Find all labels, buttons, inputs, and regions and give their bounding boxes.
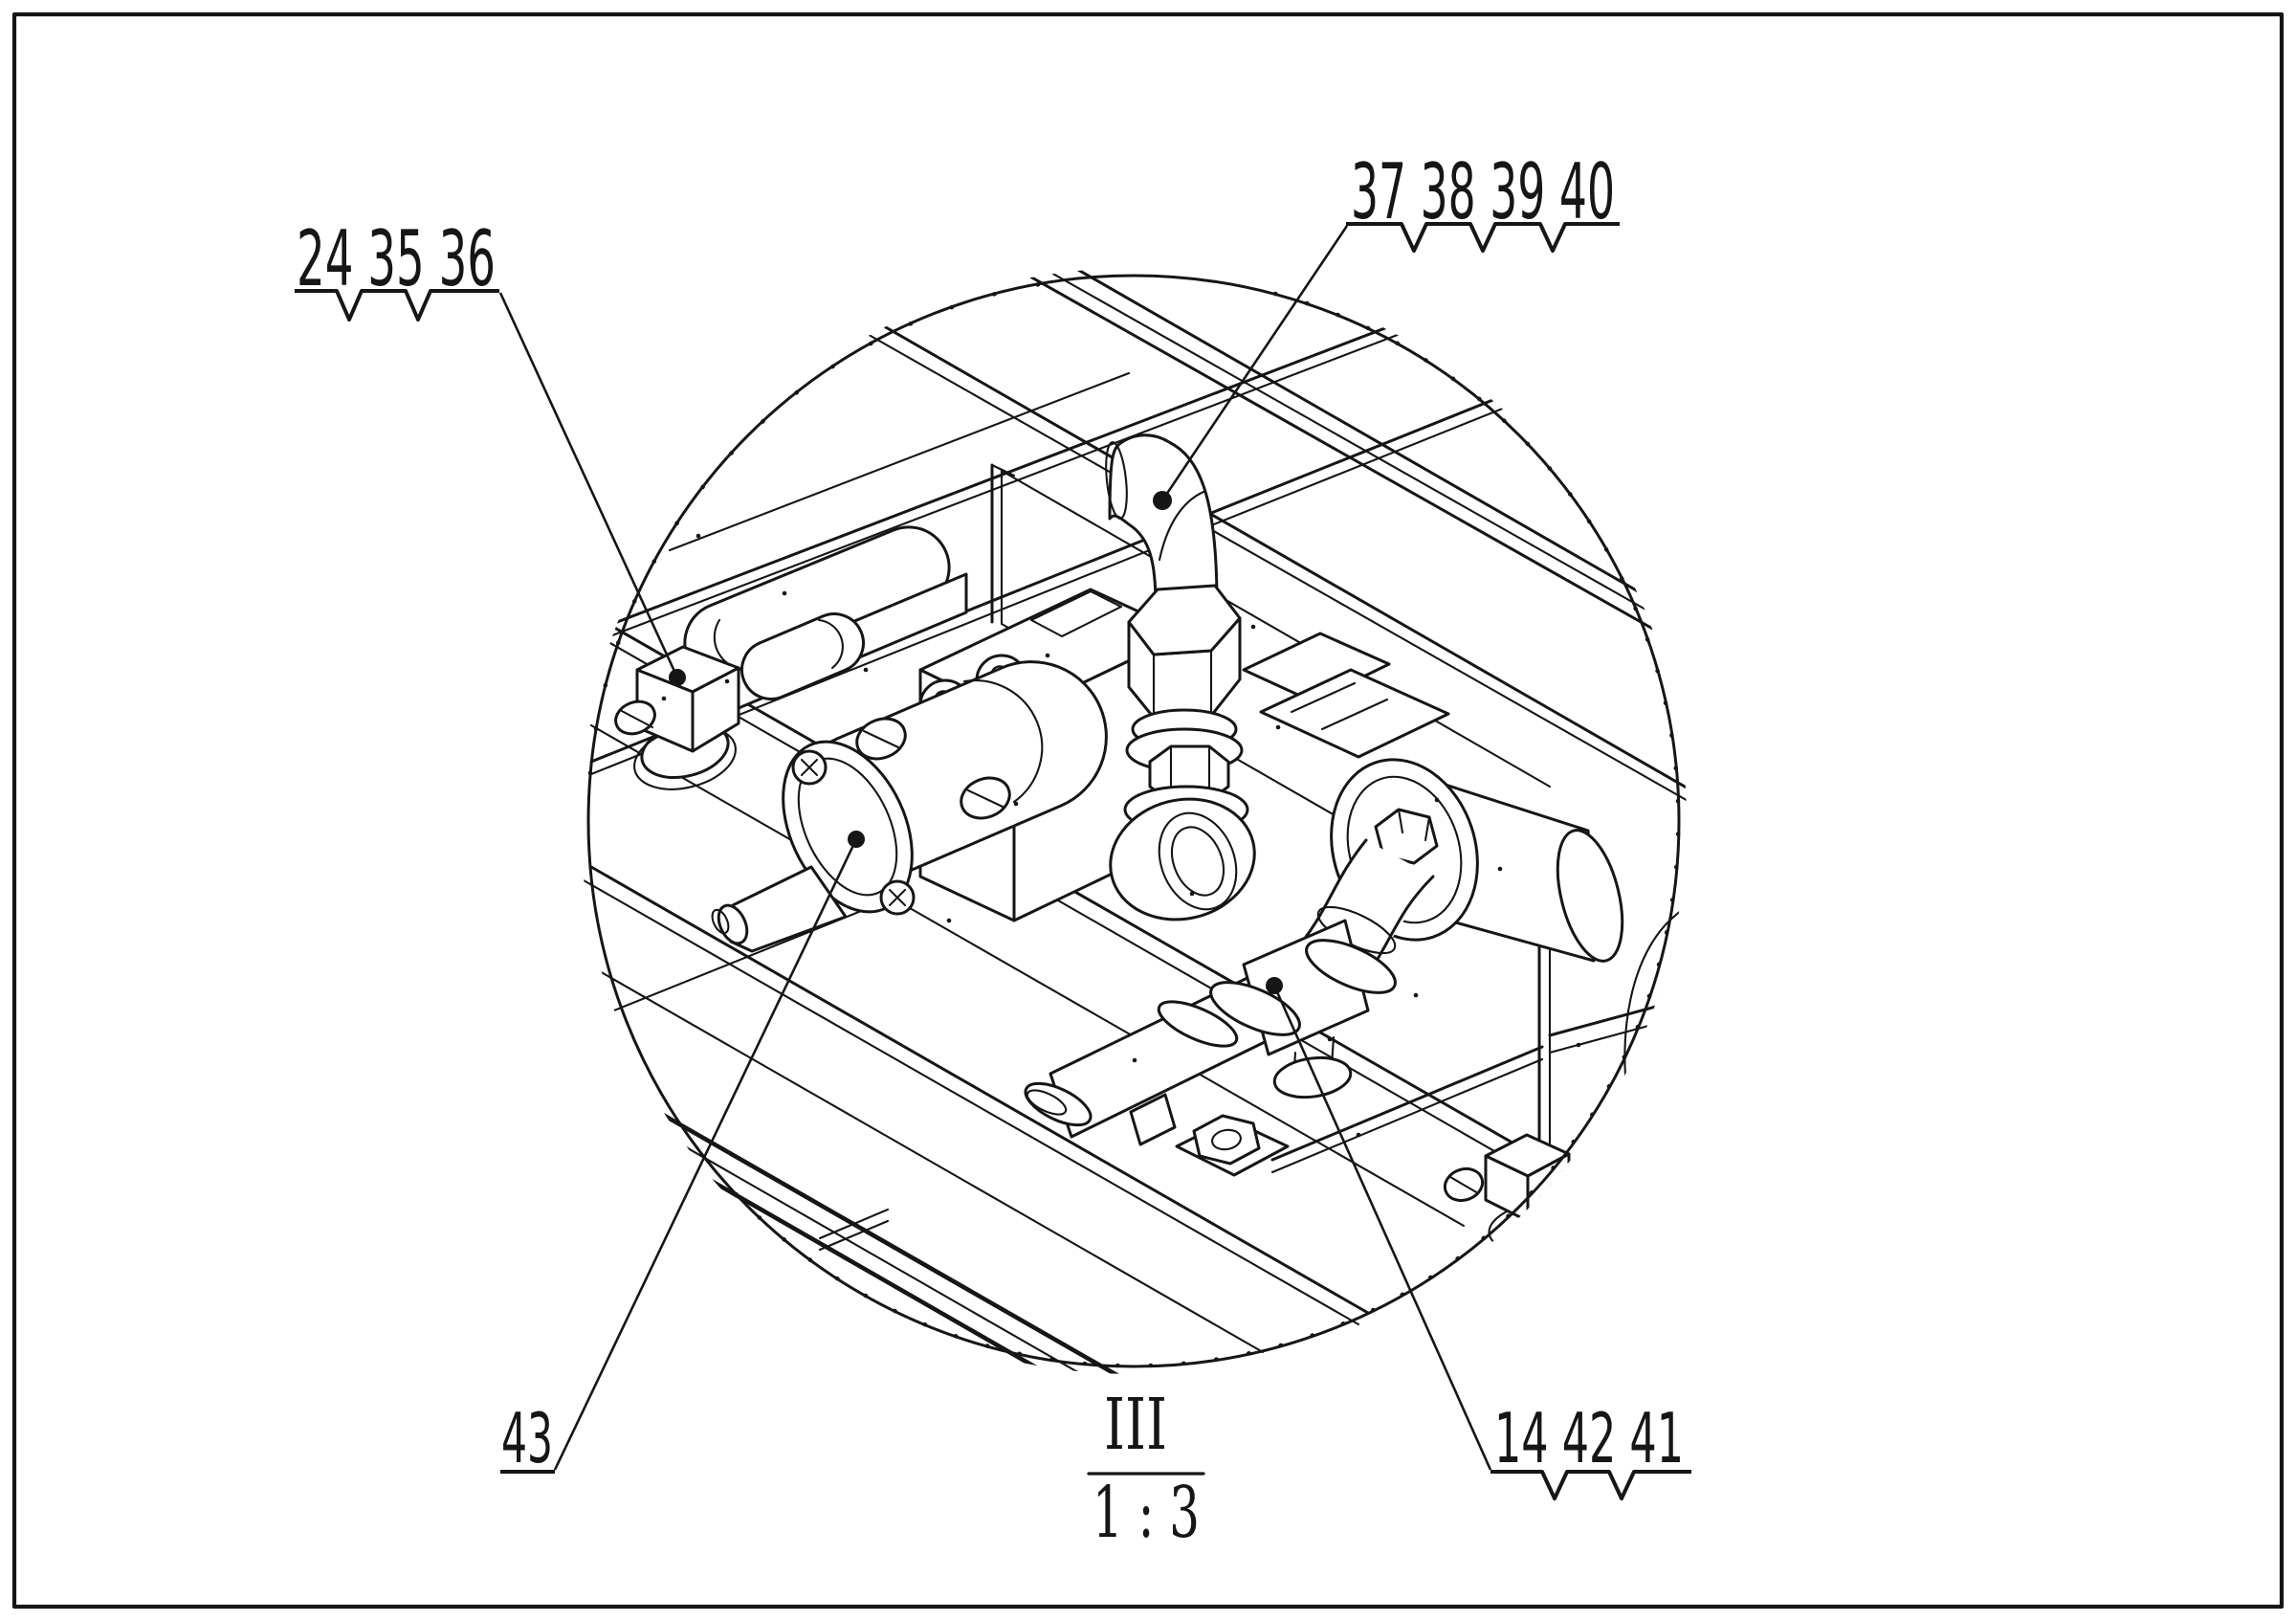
leader-dot-24-35-36 (669, 669, 686, 686)
leader-dot-14-42-41 (1266, 977, 1283, 994)
boundary-stipple-arc (713, 291, 1681, 1368)
detail-view-content (582, 268, 1687, 1374)
callout-text-37-38-39-40: 37 38 39 40 (1351, 147, 1615, 236)
leader-line-43 (553, 838, 858, 1471)
leader-dot-43 (848, 831, 865, 848)
sheet-border (11, 11, 2285, 1610)
callout-24-35-36: 24 35 36 (295, 214, 686, 686)
callout-43: 43 (500, 831, 865, 1478)
pipe-fitting-block (614, 572, 968, 790)
detail-boundary-circle (586, 274, 1681, 1368)
support-brackets (1242, 632, 1450, 759)
mounting-hardware (1443, 1133, 1571, 1251)
callout-text-14-42-41: 14 42 41 (1494, 1398, 1684, 1478)
leader-line-14-42-41 (1272, 985, 1492, 1471)
callout-underline (1346, 222, 1620, 253)
elbow-pipe (1108, 433, 1219, 607)
leader-dot-37-38-39-40 (1153, 491, 1172, 510)
detail-view-label: III 1 : 3 (1087, 1384, 1205, 1554)
clamp-bolt (1192, 1114, 1261, 1166)
leader-line-37-38-39-40 (1160, 225, 1349, 501)
view-scale: 1 : 3 (1093, 1472, 1200, 1554)
view-designation: III (1104, 1384, 1167, 1466)
pipe-clamp (1129, 1093, 1177, 1146)
callout-underline (1490, 1470, 1691, 1500)
stipple-dots (661, 533, 1581, 1138)
leader-line-24-35-36 (498, 292, 679, 678)
elbow-union (1105, 433, 1256, 922)
boundary-stipple-arc (587, 278, 1061, 776)
callout-text-24-35-36: 24 35 36 (297, 214, 496, 303)
callout-text-43: 43 (501, 1398, 553, 1478)
shutoff-valve (711, 660, 1108, 953)
callout-14-42-41: 14 42 41 (1266, 977, 1691, 1500)
callout-underline (295, 289, 499, 322)
callout-37-38-39-40: 37 38 39 40 (1153, 147, 1620, 510)
tee-pipe-run (1024, 838, 1435, 1177)
